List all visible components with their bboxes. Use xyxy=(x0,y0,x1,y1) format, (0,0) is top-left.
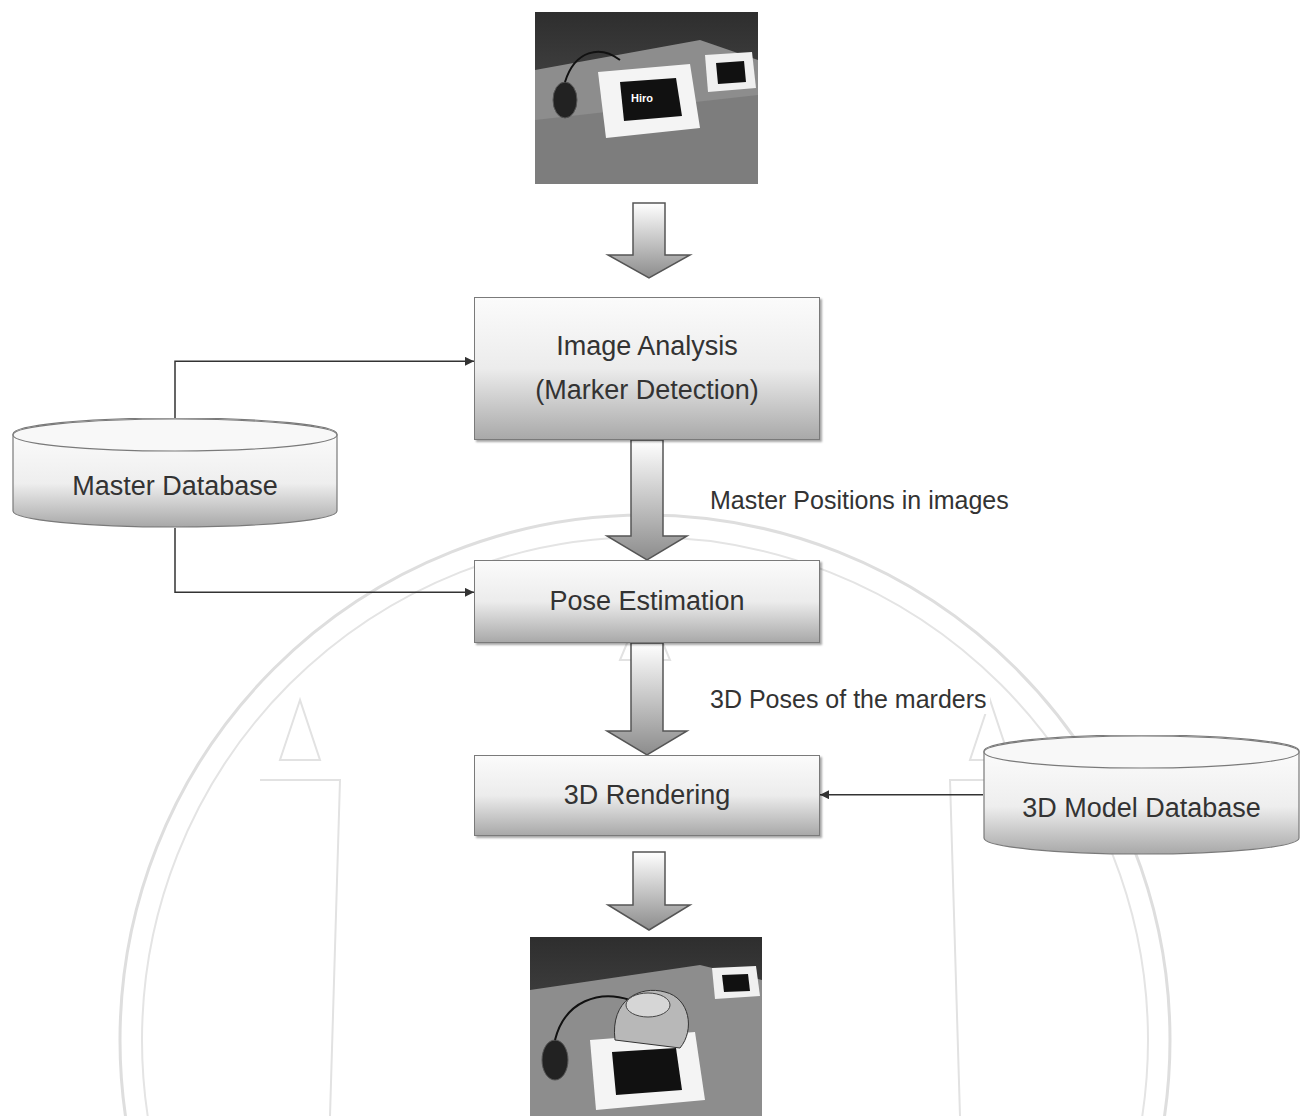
connector-arrow xyxy=(820,794,983,796)
block-arrow xyxy=(607,643,687,755)
database-cylinder: Master Database xyxy=(12,418,338,528)
node-text: 3D Model Database xyxy=(1022,787,1261,830)
input-photo xyxy=(535,12,758,184)
node-text: Master Database xyxy=(72,465,278,508)
output-photo xyxy=(530,937,762,1116)
database-cylinder: 3D Model Database xyxy=(983,735,1300,855)
connector-arrow xyxy=(175,361,474,418)
edge-label: 3D Poses of the marders xyxy=(707,685,990,714)
node-body: Master Database xyxy=(12,450,338,524)
node-text: Pose Estimation xyxy=(549,580,744,623)
node-text: 3D Rendering xyxy=(564,774,731,817)
node-text: (Marker Detection) xyxy=(535,369,759,412)
marker-text: Hiro xyxy=(631,92,653,104)
node-body: 3D Rendering xyxy=(475,756,819,835)
connector-arrow xyxy=(175,528,474,592)
process-box: 3D Rendering xyxy=(474,755,820,836)
node-text: Image Analysis xyxy=(556,325,738,368)
process-box: Pose Estimation xyxy=(474,560,820,643)
edge-label: Master Positions in images xyxy=(707,486,1012,515)
node-body: 3D Model Database xyxy=(983,767,1300,851)
node-body: Pose Estimation xyxy=(475,561,819,642)
block-arrow xyxy=(608,852,690,930)
block-arrow xyxy=(608,203,690,278)
node-body: Image Analysis(Marker Detection) xyxy=(475,298,819,439)
block-arrow xyxy=(607,440,687,560)
process-box: Image Analysis(Marker Detection) xyxy=(474,297,820,440)
